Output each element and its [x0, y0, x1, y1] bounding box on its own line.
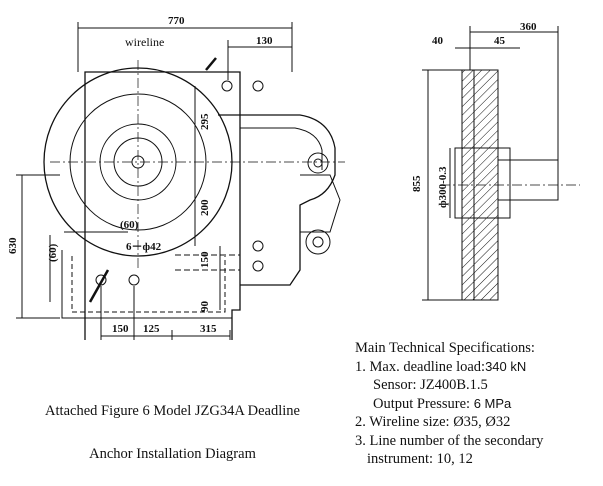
- side-shaft: [497, 159, 559, 201]
- base-plate-outline: [84, 71, 241, 340]
- clamp-block: [175, 254, 240, 271]
- spec-max-load: 1. Max. deadline load:340 kN: [355, 358, 527, 375]
- arm-inner: [240, 127, 323, 170]
- wireline-lower: [88, 269, 110, 303]
- spec-line-number: 3. Line number of the secondary: [355, 432, 544, 449]
- bolt-hole: [128, 274, 140, 286]
- wireline-upper: [205, 57, 217, 71]
- dim-130: 130: [256, 35, 273, 47]
- dim-360: 360: [520, 21, 537, 33]
- dim-150h: 150: [112, 323, 129, 335]
- installation-drawing: 770 wireline 130 360 40 45 855 ф300-0.3 …: [7, 15, 580, 340]
- arm-pin-lower-inner: [312, 236, 324, 248]
- arm-pin-upper-inner: [313, 158, 323, 168]
- holes-callout: 6－ф42: [126, 241, 162, 253]
- dim-90: 90: [199, 301, 211, 313]
- spec-sensor: Sensor: JZ400B.1.5: [373, 377, 488, 393]
- spec-wireline-size: 2. Wireline size: Ø35, Ø32: [355, 414, 511, 430]
- bolt-hole: [252, 260, 264, 272]
- dim-630: 630: [7, 237, 19, 254]
- bolt-hole: [252, 80, 264, 92]
- dim-855: 855: [411, 175, 423, 192]
- spec-pressure: Output Pressure: 6 MPa: [373, 395, 512, 412]
- specs-title: Main Technical Specifications:: [355, 340, 535, 356]
- spec-line-number-cont: instrument: 10, 12: [367, 451, 473, 467]
- dim-770: 770: [168, 15, 185, 27]
- bolt-hole: [252, 240, 264, 252]
- dim-200: 200: [199, 199, 211, 216]
- base-inner-rect: [71, 256, 226, 313]
- arm-link: [300, 174, 341, 233]
- arm-pin-upper: [307, 152, 329, 174]
- arm-pin-lower: [305, 229, 331, 255]
- caption-line-1: Attached Figure 6 Model JZG34A Deadline: [45, 403, 300, 419]
- dim-60h: (60): [120, 219, 139, 231]
- arm-outline: [218, 114, 336, 286]
- dim-45: 45: [494, 35, 506, 47]
- dim-40: 40: [432, 35, 444, 47]
- base-lower-outline: [61, 250, 232, 319]
- dim-315: 315: [200, 323, 217, 335]
- side-hub: [454, 147, 511, 219]
- dim-60v: (60): [47, 243, 59, 262]
- technical-specifications: Main Technical Specifications: 1. Max. d…: [355, 339, 543, 469]
- bolt-hole: [221, 80, 233, 92]
- dim-shaft-dia: ф300-0.3: [437, 166, 449, 208]
- caption-line-2: Anchor Installation Diagram: [89, 446, 256, 462]
- dim-150v: 150: [199, 251, 211, 268]
- dim-295: 295: [199, 113, 211, 130]
- bolt-hole: [95, 274, 107, 286]
- dim-125: 125: [143, 323, 160, 335]
- wireline-label: wireline: [125, 35, 164, 49]
